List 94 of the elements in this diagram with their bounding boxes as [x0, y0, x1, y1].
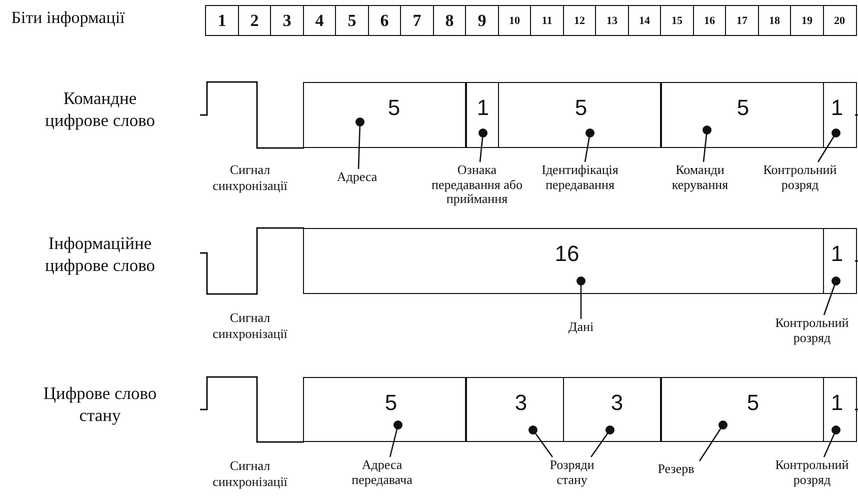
- bit-cell: [465, 5, 499, 36]
- field-caption: Дані: [556, 320, 606, 335]
- bit-cell: [758, 5, 792, 36]
- row-title: Біти інформації: [10, 7, 126, 28]
- bit-cell: [562, 5, 596, 36]
- bit-number: 8: [445, 10, 454, 30]
- bit-number: 1: [218, 10, 226, 30]
- bit-count: 16: [554, 243, 580, 265]
- bit-number: 6: [380, 10, 389, 30]
- bit-cell: [628, 5, 662, 36]
- bit-number: 10: [509, 14, 520, 26]
- word-field: [562, 377, 662, 442]
- sync-signal-label: Сигнал синхронізації: [212, 162, 288, 194]
- bit-number: 11: [542, 14, 552, 26]
- bit-cell: [822, 5, 856, 36]
- bit-cell: [660, 5, 694, 36]
- bit-cell: [725, 5, 759, 36]
- bit-count: 5: [574, 97, 588, 119]
- bit-count: 1: [830, 97, 844, 119]
- row-title: Командне цифрове слово: [44, 88, 156, 132]
- field-caption: Контрольний розряд: [770, 316, 854, 346]
- bit-number: 19: [802, 14, 812, 26]
- field-caption: Контрольний розряд: [770, 458, 854, 488]
- bit-count: 1: [830, 392, 844, 414]
- field-caption: Резерв: [646, 462, 706, 477]
- leader-line: [584, 128, 594, 162]
- bit-count: 5: [736, 97, 750, 119]
- bit-cell: [270, 5, 304, 36]
- bit-count: 5: [384, 392, 398, 414]
- leader-line: [823, 426, 840, 458]
- word-field: [660, 377, 824, 442]
- bit-number: 15: [672, 14, 682, 26]
- sync-signal-label: Сигнал синхронізації: [212, 310, 288, 342]
- bit-cell: [432, 5, 466, 36]
- bit-cell: [595, 5, 629, 36]
- word-field: [302, 377, 466, 442]
- leader-line: [817, 128, 840, 162]
- bit-cell: [368, 5, 402, 36]
- bit-cell: [692, 5, 726, 36]
- bit-cell: [790, 5, 824, 36]
- field-caption: Контрольний розряд: [758, 163, 842, 192]
- word-field: [498, 82, 662, 148]
- leader-line: [478, 128, 488, 162]
- bit-cell: [335, 5, 369, 36]
- bit-number: 4: [315, 10, 324, 30]
- bit-number: 18: [769, 14, 780, 26]
- bit-cell: [400, 5, 434, 36]
- field-caption: Команди керування: [660, 163, 740, 192]
- word-field: [822, 228, 856, 294]
- sync-signal-label: Сигнал синхронізації: [212, 458, 288, 490]
- leader-line: [823, 276, 840, 316]
- word-field: [302, 228, 824, 294]
- bit-count: 5: [388, 97, 400, 119]
- field-caption: Розряди стану: [542, 458, 602, 488]
- bit-count: 3: [610, 392, 624, 414]
- leader-line: [528, 426, 554, 458]
- leader-line: [702, 126, 712, 162]
- bit-cell: [530, 5, 564, 36]
- field-caption: Адреса передавача: [337, 458, 427, 488]
- row-title: Цифрове слово стану: [42, 383, 158, 427]
- row-title: Інформаційне цифрове слово: [44, 233, 156, 277]
- bit-number: 7: [412, 10, 422, 30]
- word-field: [822, 377, 856, 442]
- word-field: [465, 82, 499, 148]
- word-field: [822, 82, 856, 148]
- bit-number: 12: [574, 14, 585, 26]
- leader-line: [590, 426, 614, 458]
- leader-line: [698, 420, 728, 462]
- bit-number: 5: [348, 10, 356, 30]
- leader-line: [356, 118, 364, 170]
- bit-cell: [238, 5, 272, 36]
- bit-count: 3: [514, 392, 528, 414]
- bit-number: 2: [250, 10, 259, 30]
- bit-number: 13: [606, 14, 618, 26]
- bit-count: 5: [746, 392, 760, 414]
- leader-line: [389, 420, 402, 458]
- bit-count: 1: [830, 243, 844, 265]
- field-caption: Ознака передавання або приймання: [425, 163, 529, 207]
- bit-number: 17: [736, 14, 748, 26]
- word-field: [465, 377, 564, 442]
- bit-cell: [498, 5, 532, 36]
- bit-number: 20: [834, 14, 845, 26]
- bit-number: 16: [704, 14, 715, 26]
- field-caption: Ідентифікація передавання: [530, 163, 630, 192]
- leader-line: [576, 276, 586, 319]
- bit-number: 9: [478, 10, 486, 30]
- bit-number: 14: [639, 14, 650, 26]
- field-caption: Адреса: [322, 170, 392, 185]
- word-field: [660, 82, 824, 148]
- bit-cell: [205, 5, 239, 36]
- bit-number: 3: [282, 10, 292, 30]
- word-field: [302, 82, 466, 148]
- bit-cell: [302, 5, 336, 36]
- bit-count: 1: [476, 97, 490, 119]
